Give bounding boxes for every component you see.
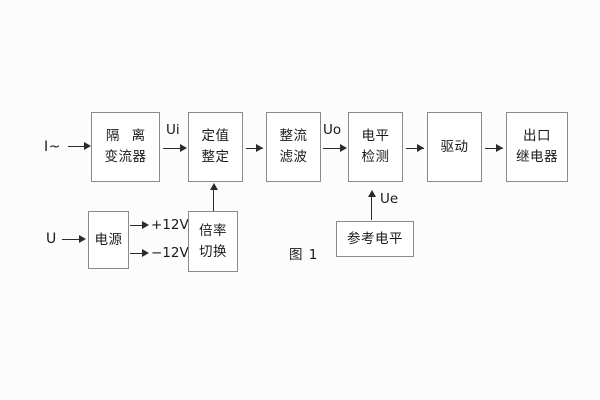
block-driver-line1: 驱动 (440, 138, 469, 155)
ui-signal-label: Ui (166, 122, 180, 138)
connector-level-to-driver (406, 148, 424, 149)
block-multiplier-switch: 倍率 切换 (188, 211, 238, 272)
block-level-detection-line2: 检测 (361, 149, 390, 165)
block-output-relay: 出口 继电器 (506, 112, 568, 182)
block-level-detection: 电平 检测 (348, 112, 403, 182)
uo-signal-label: Uo (323, 122, 342, 138)
arrowhead-current-to-isolator (84, 142, 91, 150)
block-multiplier-switch-line2: 切换 (199, 243, 227, 260)
arrowhead-level-to-driver (417, 144, 424, 152)
block-power-supply: 电源 (88, 211, 129, 269)
connector-power-rail-negative (130, 253, 146, 254)
connector-driver-to-relay (485, 148, 503, 149)
arrowhead-rail-positive (142, 221, 149, 229)
current-input-label: I~ (44, 139, 61, 155)
block-reference-level: 参考电平 (336, 221, 414, 257)
block-isolating-transformer-line2: 变流器 (104, 149, 147, 165)
connector-setting-to-rectifier (246, 148, 263, 149)
block-output-relay-line1: 出口 (523, 128, 551, 145)
block-setting-value: 定值 整定 (188, 112, 243, 182)
ue-signal-label: Ue (380, 191, 399, 207)
connector-rectifier-to-level (323, 148, 340, 149)
arrowhead-reference-to-level (368, 190, 376, 197)
figure-caption: 图 1 (289, 247, 319, 263)
connector-voltage-to-power (62, 239, 81, 240)
block-power-supply-line1: 电源 (94, 231, 123, 248)
connector-reference-to-level (371, 196, 372, 220)
arrowhead-setting-to-rectifier (256, 144, 263, 152)
block-output-relay-line2: 继电器 (516, 149, 558, 165)
block-setting-value-line1: 定值 (201, 128, 230, 145)
block-isolating-transformer-line1: 隔 离 (105, 128, 150, 145)
rail-positive-label: +12V (151, 217, 189, 233)
rail-negative-label: −12V (151, 245, 189, 261)
block-rectifier-filter-line2: 滤波 (279, 149, 308, 165)
block-driver: 驱动 (427, 112, 482, 182)
connector-current-to-isolator (68, 146, 84, 147)
arrowhead-rectifier-to-level (340, 144, 347, 152)
block-multiplier-switch-line1: 倍率 (199, 222, 227, 239)
block-level-detection-line1: 电平 (361, 128, 390, 145)
block-rectifier-filter-line1: 整流 (279, 128, 308, 145)
arrowhead-rail-negative (142, 249, 149, 257)
voltage-input-label: U (46, 231, 57, 247)
connector-isolator-to-setting (163, 148, 180, 149)
connector-power-rail-positive (130, 225, 146, 226)
block-reference-level-line1: 参考电平 (347, 230, 403, 247)
arrowhead-voltage-to-power (79, 235, 86, 243)
connector-multiplier-to-setting (213, 189, 214, 211)
arrowhead-multiplier-to-setting (210, 183, 218, 190)
arrowhead-isolator-to-setting (180, 144, 187, 152)
block-setting-value-line2: 整定 (201, 149, 230, 165)
block-rectifier-filter: 整流 滤波 (266, 112, 321, 182)
arrowhead-driver-to-relay (496, 144, 503, 152)
block-isolating-transformer: 隔 离 变流器 (91, 112, 160, 182)
